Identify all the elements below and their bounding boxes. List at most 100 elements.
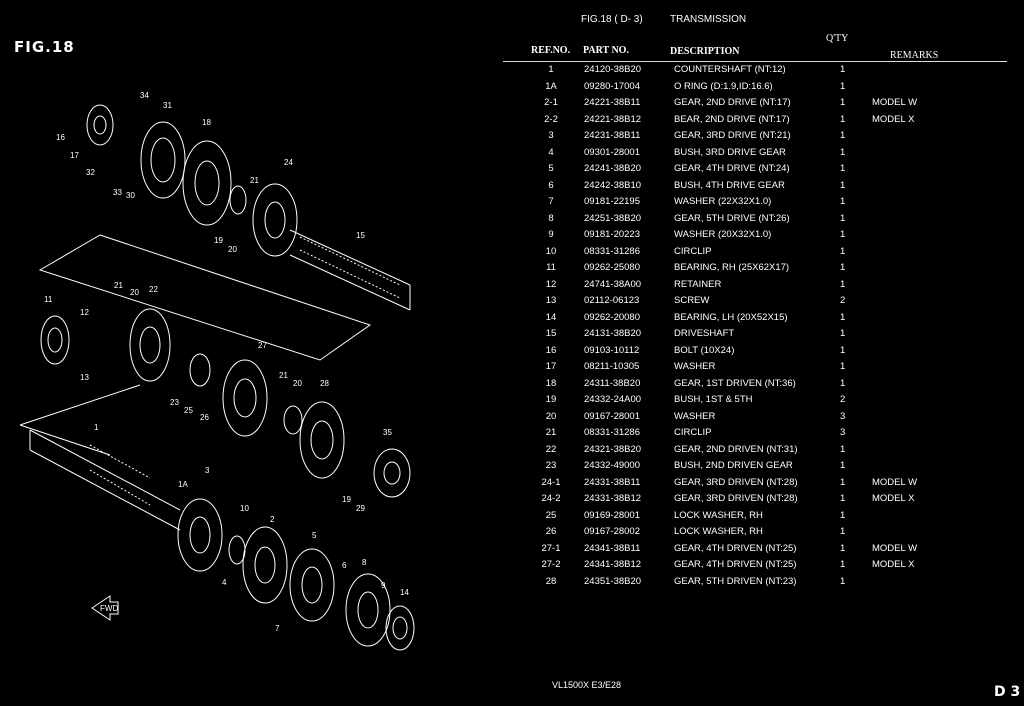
cell-part: 24321-38B20 [584, 443, 642, 455]
cell-remarks: MODEL X [872, 493, 915, 504]
cell-desc: GEAR, 2ND DRIVE (NT:17) [674, 97, 791, 108]
cell-part: 24242-38B10 [584, 179, 642, 191]
cell-ref: 28 [545, 575, 557, 587]
cell-ref: 18 [545, 377, 557, 389]
cell-desc: WASHER (22X32X1.0) [674, 196, 772, 207]
cell-desc: DRIVESHAFT [674, 328, 735, 339]
cell-remarks [872, 359, 992, 376]
cell-part: 09103-10112 [584, 344, 640, 356]
cell-qty: 1 [840, 278, 846, 290]
driven-gear-assembly [40, 308, 411, 498]
cell-qty: 1 [840, 493, 846, 504]
cell-remarks: MODEL W [872, 97, 918, 108]
cell-part: 09167-28002 [584, 526, 640, 537]
svg-text:17: 17 [70, 151, 79, 160]
cell-ref: 26 [545, 526, 557, 537]
cell-ref: 8 [548, 212, 554, 224]
svg-text:5: 5 [312, 531, 317, 540]
section-title: TRANSMISSION [670, 14, 747, 25]
cell-remarks [872, 343, 992, 360]
cell-qty: 3 [840, 410, 846, 422]
cell-desc: BOLT (10X24) [674, 344, 735, 356]
cell-ref: 27-1 [541, 542, 561, 554]
cell-ref: 1 [548, 64, 554, 75]
cell-part: 09262-25080 [584, 262, 640, 273]
cell-desc: BEAR, 2ND DRIVE (NT:17) [674, 113, 790, 125]
cell-qty: 1 [840, 97, 846, 108]
cell-qty: 1 [840, 443, 846, 455]
cell-qty: 1 [840, 245, 846, 257]
svg-text:14: 14 [400, 588, 409, 597]
cell-qty: 1 [840, 262, 846, 273]
cell-ref: 2-1 [544, 97, 558, 108]
svg-text:18: 18 [202, 118, 211, 127]
cell-qty: 1 [840, 130, 846, 141]
cell-ref: 6 [548, 179, 554, 191]
svg-text:2: 2 [270, 515, 275, 524]
cell-desc: COUNTERSHAFT (NT:12) [674, 64, 786, 75]
cell-remarks [872, 79, 992, 96]
cell-desc: CIRCLIP [674, 427, 712, 438]
cell-part: 24351-38B20 [584, 575, 642, 587]
svg-text:20: 20 [293, 379, 302, 388]
cell-desc: GEAR, 5TH DRIVEN (NT:23) [674, 575, 797, 587]
col-part-header: PART NO. [583, 45, 629, 56]
cell-ref: 13 [545, 295, 557, 306]
cell-qty: 1 [840, 311, 846, 323]
cell-part: 08211-10305 [584, 361, 640, 372]
cell-part: 24332-24A00 [584, 394, 642, 405]
cell-qty: 3 [840, 427, 846, 438]
header-rule [503, 61, 1007, 62]
cell-ref: 21 [545, 427, 557, 438]
svg-text:13: 13 [80, 373, 89, 382]
cell-part: 08331-31286 [584, 245, 640, 257]
cell-desc: CIRCLIP [674, 245, 712, 257]
svg-text:20: 20 [228, 245, 237, 254]
svg-text:23: 23 [170, 398, 179, 407]
table-row: 26 09167-28002 LOCK WASHER, RH 1 [520, 524, 992, 541]
svg-text:16: 16 [56, 133, 65, 142]
svg-text:7: 7 [275, 624, 280, 633]
cell-part: 24120-38B20 [584, 64, 642, 75]
cell-desc: GEAR, 3RD DRIVE (NT:21) [674, 130, 791, 141]
cell-remarks [872, 178, 992, 195]
cell-ref: 7 [548, 196, 554, 207]
cell-ref: 11 [546, 262, 556, 273]
cell-qty: 1 [840, 328, 846, 339]
cell-ref: 22 [545, 443, 557, 455]
cell-desc: RETAINER [674, 278, 722, 290]
cell-part: 24231-38B11 [584, 130, 641, 141]
cell-desc: BUSH, 1ST & 5TH [674, 394, 753, 405]
svg-text:35: 35 [383, 428, 392, 437]
col-ref-header: REF.NO. [531, 45, 571, 56]
figure-label: FIG.18 [14, 38, 75, 56]
svg-text:12: 12 [80, 308, 89, 317]
cell-qty: 1 [840, 476, 846, 488]
cell-remarks [872, 244, 992, 261]
svg-text:32: 32 [86, 168, 95, 177]
cell-remarks [872, 277, 992, 294]
cell-desc: WASHER [674, 361, 716, 372]
cell-desc: GEAR, 4TH DRIVEN (NT:25) [674, 542, 797, 554]
svg-text:1: 1 [94, 423, 99, 432]
cell-desc: GEAR, 4TH DRIVE (NT:24) [674, 163, 790, 174]
driveshaft-assembly [86, 104, 411, 311]
cell-part: 24241-38B20 [584, 163, 642, 174]
countershaft-assembly [29, 429, 415, 651]
cell-desc: LOCK WASHER, RH [674, 526, 763, 537]
svg-text:10: 10 [240, 504, 249, 513]
cell-remarks [872, 458, 992, 475]
cell-desc: LOCK WASHER, RH [674, 509, 763, 521]
cell-qty: 1 [840, 526, 846, 537]
